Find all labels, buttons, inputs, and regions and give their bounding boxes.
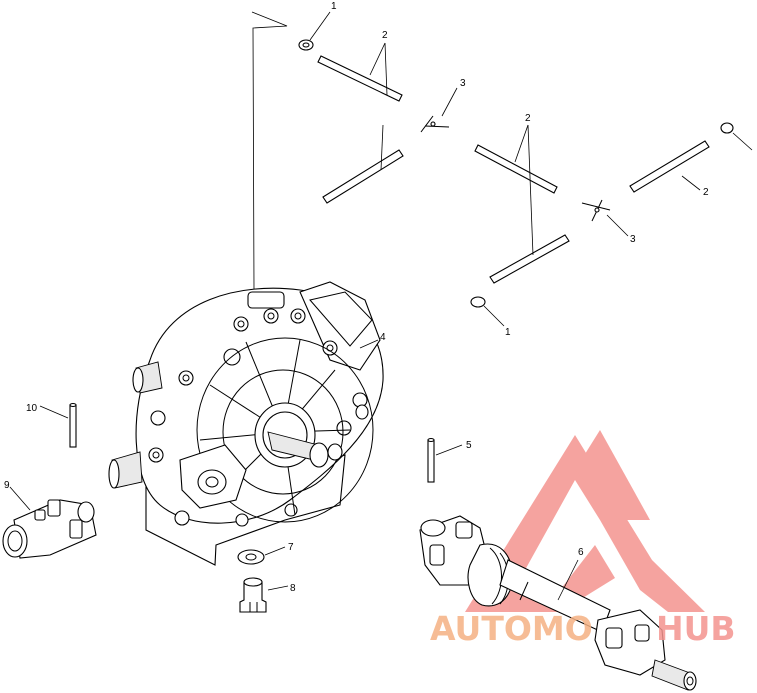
callout-8: 8 [290,583,296,594]
callout-2-top: 2 [382,30,388,41]
callout-labels: 1 2 3 2 2 3 1 4 5 10 9 7 6 8 [4,1,709,594]
callout-1-top: 1 [331,1,337,12]
clip-part-1-right [720,122,753,151]
pin-part-5 [427,437,463,483]
rod-part-2 [317,42,710,284]
bolt-part-8 [239,577,289,613]
callout-4: 4 [380,332,386,343]
callout-1-middle: 1 [505,327,511,338]
clip-part-1-middle [470,296,505,327]
watermark-text-right: HUB [656,609,736,648]
callout-3-top: 3 [460,78,466,89]
callout-9: 9 [4,480,10,491]
callout-10: 10 [26,403,38,414]
clip-part-1-top [298,11,331,51]
callout-2-right: 2 [703,187,709,198]
watermark-text-left: AUTOMO [430,609,593,648]
cross-pin-part-3 [420,87,629,237]
callout-5: 5 [466,440,472,451]
watermark-text: AUTOMO HUB [430,609,736,648]
washer-part-7 [237,546,286,565]
callout-6: 6 [578,547,584,558]
callout-2-middle: 2 [525,113,531,124]
drive-shaft-part-6 [419,515,697,691]
callout-3-right: 3 [630,234,636,245]
leader-line-main [251,11,288,291]
coupler-part-9 [2,486,97,559]
pin-part-10 [39,402,77,448]
gearcase-housing-part-4 [108,281,384,566]
callout-7: 7 [288,542,294,553]
